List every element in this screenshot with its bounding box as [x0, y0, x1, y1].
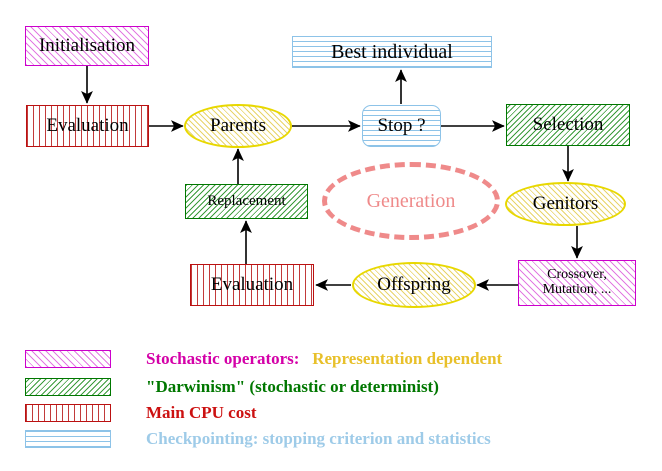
node-label-selection: Selection — [532, 114, 604, 136]
legend-row-cpu: Main CPU cost — [25, 402, 256, 424]
generation-label: Generation — [366, 189, 456, 212]
legend-swatch-checkpointing — [25, 430, 111, 448]
node-label-evaluation_bot: Evaluation — [210, 274, 294, 296]
node-label-stop: Stop ? — [377, 115, 426, 137]
node-selection[interactable]: Selection — [506, 104, 630, 146]
legend-label-darwinism: "Darwinism" (stochastic or determinist) — [146, 377, 439, 396]
legend-text-wrap-checkpointing: Checkpointing: stopping criterion and st… — [146, 429, 491, 449]
node-evaluation_bot[interactable]: Evaluation — [190, 264, 314, 306]
node-label-replacement: Replacement — [207, 192, 286, 209]
node-crossover[interactable]: Crossover, Mutation, ... — [518, 260, 636, 306]
node-label-parents: Parents — [210, 115, 266, 137]
legend-row-darwinism: "Darwinism" (stochastic or determinist) — [25, 376, 439, 398]
legend-text-wrap-stochastic: Stochastic operators: Representation dep… — [146, 349, 502, 369]
generation-loop-ellipse: Generation — [322, 162, 500, 240]
node-best_individual[interactable]: Best individual — [292, 36, 492, 68]
legend-row-stochastic: Stochastic operators: Representation dep… — [25, 348, 502, 370]
node-parents[interactable]: Parents — [184, 104, 292, 148]
legend-label-secondary-stochastic: Representation dependent — [312, 349, 503, 368]
legend-label-stochastic: Stochastic operators: — [146, 349, 313, 368]
legend-swatch-stochastic — [25, 350, 111, 368]
legend-swatch-darwinism — [25, 378, 111, 396]
node-label-offspring: Offspring — [377, 274, 451, 296]
node-label-genitors: Genitors — [532, 193, 599, 215]
node-stop[interactable]: Stop ? — [362, 105, 441, 147]
node-genitors[interactable]: Genitors — [505, 182, 626, 226]
node-evaluation_top[interactable]: Evaluation — [26, 105, 149, 147]
legend-text-wrap-cpu: Main CPU cost — [146, 403, 256, 423]
node-label-best_individual: Best individual — [331, 40, 453, 63]
node-replacement[interactable]: Replacement — [185, 184, 308, 219]
node-initialisation[interactable]: Initialisation — [25, 26, 149, 66]
node-label-evaluation_top: Evaluation — [46, 115, 129, 137]
legend-swatch-cpu — [25, 404, 111, 422]
node-offspring[interactable]: Offspring — [352, 262, 476, 308]
node-label-crossover: Crossover, Mutation, ... — [542, 267, 612, 297]
legend-label-checkpointing: Checkpointing: stopping criterion and st… — [146, 429, 491, 448]
legend-label-cpu: Main CPU cost — [146, 403, 257, 422]
legend-row-checkpointing: Checkpointing: stopping criterion and st… — [25, 428, 491, 450]
legend-text-wrap-darwinism: "Darwinism" (stochastic or determinist) — [146, 377, 439, 397]
node-label-initialisation: Initialisation — [38, 35, 136, 57]
